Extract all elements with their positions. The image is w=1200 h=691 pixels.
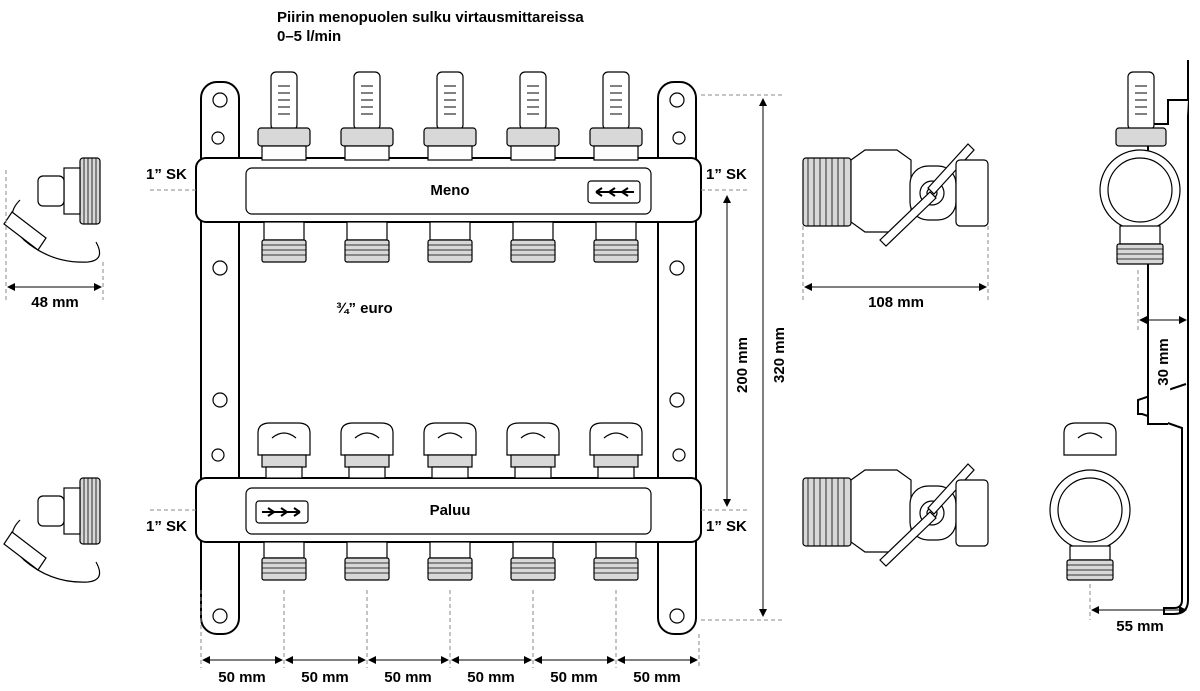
dim-spacing-2: 50 mm: [301, 669, 349, 686]
return-valve-caps: [257, 422, 643, 479]
dim-side-offset-bottom: 55 mm: [1116, 618, 1164, 635]
mount-hole-icon: [669, 392, 685, 408]
end-plug-bottom: [3, 477, 101, 583]
return-outlets: [261, 541, 639, 581]
supply-label: Meno: [430, 182, 469, 199]
mount-hole-icon: [212, 392, 228, 408]
screw-icon: [211, 131, 225, 145]
connection-label-top-left: 1” SK: [146, 166, 187, 183]
dim-valve-length: 108 mm: [868, 294, 924, 311]
return-label: Paluu: [430, 502, 471, 519]
flow-meters: [257, 71, 643, 161]
mount-hole-icon: [212, 608, 228, 624]
return-bar: [195, 477, 702, 543]
mount-hole-icon: [669, 608, 685, 624]
ball-valve-top: [802, 143, 989, 247]
spacing-dimensions: [200, 590, 700, 668]
connection-label-top-right: 1” SK: [706, 166, 747, 183]
screw-icon: [672, 448, 686, 462]
dim-plug-width: 48 mm: [31, 294, 79, 311]
dim-spacing-6: 50 mm: [633, 669, 681, 686]
outlet-thread-label: ¾” euro: [336, 300, 393, 317]
dim-spacing-3: 50 mm: [384, 669, 432, 686]
flow-arrows-left-icon: [595, 187, 634, 197]
connection-label-bottom-left: 1” SK: [146, 518, 187, 535]
dim-total-height: 320 mm: [771, 327, 788, 383]
screw-icon: [672, 131, 686, 145]
mount-hole-icon: [212, 260, 228, 276]
flow-arrows-right-icon: [262, 507, 301, 517]
header-title: Piirin menopuolen sulku virtausmittareis…: [277, 9, 584, 26]
end-plug-top: [3, 157, 101, 263]
screw-icon: [211, 448, 225, 462]
mount-hole-icon: [212, 92, 228, 108]
mount-hole-icon: [669, 260, 685, 276]
dim-spacing-1: 50 mm: [218, 669, 266, 686]
dim-spacing-5: 50 mm: [550, 669, 598, 686]
mount-hole-icon: [669, 92, 685, 108]
header-flow-range: 0–5 l/min: [277, 28, 341, 45]
connection-label-bottom-right: 1” SK: [706, 518, 747, 535]
dim-bar-distance: 200 mm: [734, 337, 751, 393]
ball-valve-bottom: [802, 463, 989, 567]
supply-outlets: [261, 221, 639, 263]
side-view: [1049, 60, 1189, 615]
dim-spacing-4: 50 mm: [467, 669, 515, 686]
dim-side-offset-top: 30 mm: [1155, 338, 1172, 386]
